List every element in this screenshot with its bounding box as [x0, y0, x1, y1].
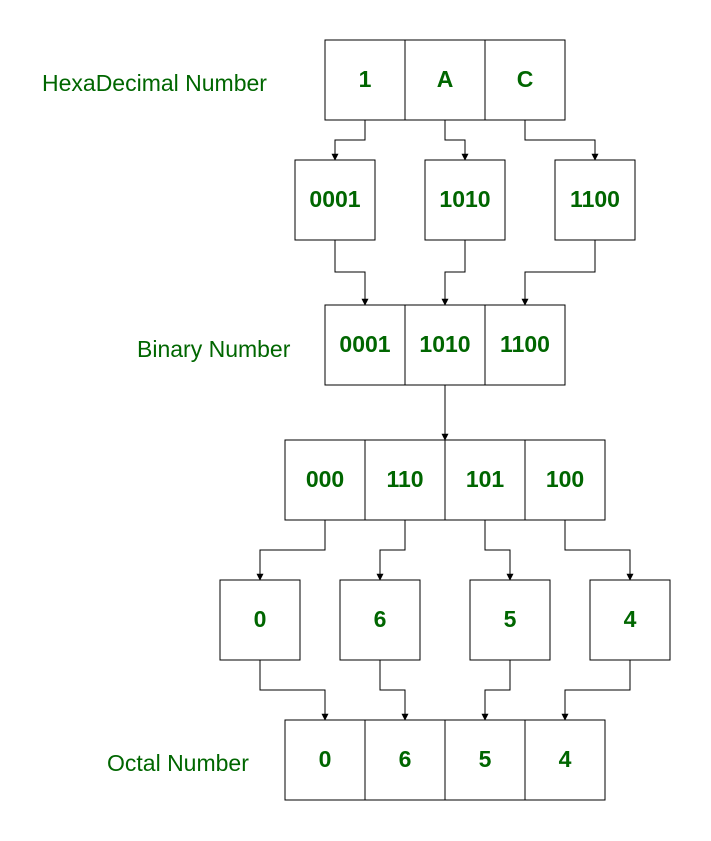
octal-digit-box [524, 719, 606, 801]
triplet: 100 [546, 466, 584, 492]
octal-digit: 6 [399, 746, 412, 772]
binary-digit-box [404, 304, 486, 386]
triplet-box [524, 439, 606, 521]
connector-arrow [444, 120, 469, 161]
octal-conversion-box [339, 579, 421, 661]
octal-conversion: 6 [374, 606, 387, 632]
triplets-row: 000 110 101 100 [284, 439, 606, 521]
hex-number-label: HexaDecimal Number [42, 70, 267, 96]
triplet-box [444, 439, 526, 521]
binary-group-box [424, 159, 506, 241]
octal-conversion: 0 [254, 606, 267, 632]
octal-digit-box [364, 719, 446, 801]
connector-arrow [259, 660, 329, 721]
octal-conversion: 4 [624, 606, 637, 632]
connector-arrow [481, 660, 511, 721]
connector-arrow [484, 520, 514, 581]
binary-group: 1010 [439, 186, 490, 212]
binary-group-box [554, 159, 636, 241]
binary-group-box [294, 159, 376, 241]
octal-digit-box [444, 719, 526, 801]
octal-digit: 0 [319, 746, 332, 772]
octal-digits-row: 0 6 5 4 [284, 719, 606, 801]
binary-group: 1100 [570, 186, 620, 212]
hex-to-binary-row: 0001 1010 1100 [294, 159, 636, 241]
connector-arrow [564, 520, 634, 581]
hex-digit-box [484, 39, 566, 121]
binary-digit-box [324, 304, 406, 386]
hex-digit-box [404, 39, 486, 121]
connector-arrow [331, 120, 366, 161]
octal-conversion: 5 [504, 606, 517, 632]
connector-arrow [441, 240, 466, 306]
binary-number-label: Binary Number [137, 336, 291, 362]
binary-digits-row: 0001 1010 1100 [324, 304, 566, 386]
triplet: 000 [306, 466, 344, 492]
triplet: 101 [466, 466, 505, 492]
binary-group: 0001 [309, 186, 360, 212]
binary-digit-box [484, 304, 566, 386]
octal-conversion-box [469, 579, 551, 661]
octal-digit: 4 [559, 746, 572, 772]
octal-conversion-box [589, 579, 671, 661]
connector-arrow [334, 240, 369, 306]
triplet: 110 [386, 466, 423, 492]
triplet-box [284, 439, 366, 521]
connector-arrow [379, 660, 409, 721]
octal-conversions-row: 0 6 5 4 [219, 579, 671, 661]
hex-digit: C [517, 66, 534, 92]
hex-digit: A [437, 66, 454, 92]
octal-number-label: Octal Number [107, 750, 249, 776]
octal-digit-box [284, 719, 366, 801]
hex-digit-box [324, 39, 406, 121]
octal-digit: 5 [479, 746, 492, 772]
connector-arrow [521, 240, 596, 306]
binary-digit: 1010 [419, 331, 470, 357]
connector-arrow [376, 520, 406, 581]
connector-arrow [561, 660, 631, 721]
binary-digit: 0001 [339, 331, 390, 357]
hex-digits-row: 1 A C [324, 39, 566, 121]
connector-arrow [524, 120, 599, 161]
hex-digit: 1 [359, 66, 372, 92]
binary-digit: 1100 [500, 331, 550, 357]
connector-arrow [256, 520, 326, 581]
